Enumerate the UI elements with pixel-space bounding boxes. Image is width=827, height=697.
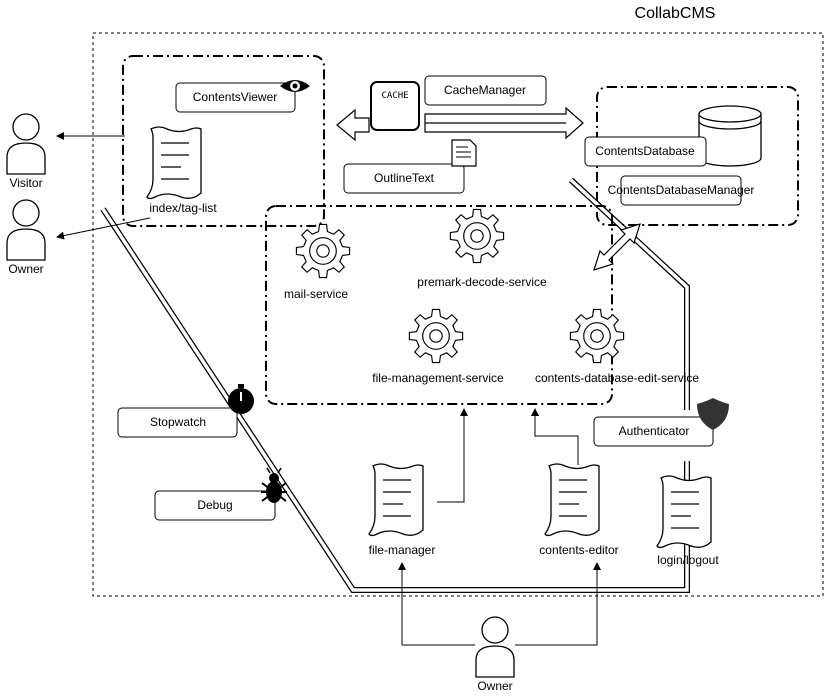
contents-database-label: ContentsDatabase [595,144,695,158]
contents-editor-label: contents-editor [539,543,618,557]
services-group [265,205,613,405]
system-boundary [92,32,824,597]
eye-icon [280,80,310,92]
arrow-owner-to-editor [515,562,601,646]
login-logout-label: login/logout [657,553,719,567]
file-manager-scroll-icon [368,463,424,537]
mail-service-gear-icon [295,223,351,279]
left-arrow-icon [336,108,370,142]
owner-bottom-person-icon [475,616,515,678]
contents-editor-scroll-icon [544,463,600,537]
contents-viewer-box[interactable] [175,82,296,113]
cache-icon [370,81,420,131]
shield-icon [697,398,729,430]
outline-text-label: OutlineText [374,171,435,185]
debug-box[interactable] [154,490,276,521]
file-management-service-label: file-management-service [372,371,504,385]
contents-database-manager-box[interactable] [620,175,742,206]
outline-text-box[interactable] [343,163,465,194]
double-arrow-icon [593,223,641,271]
bug-icon [261,467,287,503]
document-icon [451,139,477,167]
cache-icon-label: CACHE [381,91,408,101]
file-manager-label: file-manager [369,543,436,557]
arrow-file-manager-to-services [437,408,468,503]
contents-viewer-label: ContentsViewer [193,90,278,104]
system-title: CollabCMS [635,5,716,22]
contents-database-edit-service-label: contents-database-edit-service [535,371,699,385]
contents-database-manager-label: ContentsDatabaseManager [608,183,755,197]
authenticator-box[interactable] [593,416,714,447]
file-management-gear-icon [408,308,464,364]
debug-label: Debug [197,498,232,512]
arrow-editor-to-services [531,408,579,465]
authenticator-label: Authenticator [619,424,690,438]
arrow-to-owner [56,217,151,240]
index-tag-list-scroll-icon [146,126,202,200]
premark-service-gear-icon [449,208,505,264]
database-icon [698,105,762,167]
contents-database-box[interactable] [584,136,707,167]
owner-left-label: Owner [8,262,43,276]
contents-database-edit-gear-icon [569,308,625,364]
premark-service-label: premark-decode-service [417,275,547,289]
owner-left-person-icon [6,199,46,261]
visitor-label: Visitor [9,176,42,190]
cache-manager-box[interactable] [424,75,547,106]
stopwatch-icon [228,384,254,414]
index-tag-list-label: index/tag-list [149,201,217,215]
login-logout-scroll-icon [656,475,712,549]
owner-bottom-label: Owner [477,679,512,693]
visitor-person-icon [6,113,46,175]
mail-service-label: mail-service [284,287,348,301]
stopwatch-label: Stopwatch [150,415,206,429]
stopwatch-box[interactable] [117,407,238,438]
cache-manager-label: CacheManager [444,83,526,97]
